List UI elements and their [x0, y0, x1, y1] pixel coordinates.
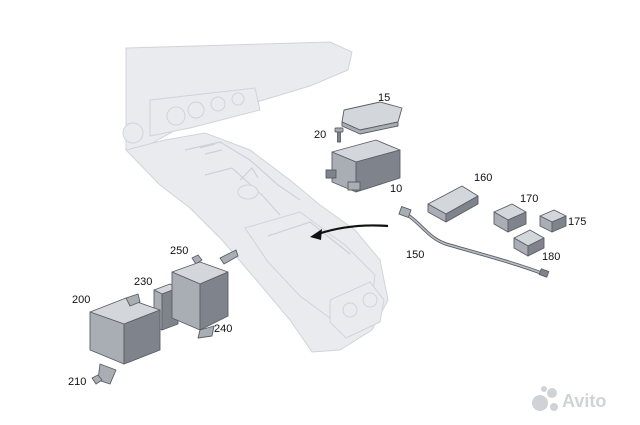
callout-170: 170 — [520, 193, 538, 205]
avito-dots-icon — [532, 386, 558, 411]
part-15-cover — [341, 101, 403, 135]
svg-text:Avito: Avito — [562, 391, 606, 411]
callout-230: 230 — [134, 276, 152, 288]
part-200-main-holder — [89, 293, 161, 385]
callout-175: 175 — [568, 216, 586, 228]
callout-210: 210 — [68, 376, 86, 388]
callout-160: 160 — [474, 172, 492, 184]
callout-15: 15 — [378, 92, 390, 104]
callout-10: 10 — [390, 183, 402, 195]
location-arrow — [310, 224, 389, 240]
callout-240: 240 — [214, 323, 232, 335]
part-240-holder — [171, 249, 239, 339]
part-180-switch — [513, 229, 545, 257]
part-170-switch — [493, 203, 527, 233]
callout-180: 180 — [542, 251, 560, 263]
part-160-module — [427, 185, 479, 223]
center-console-illustration — [122, 41, 389, 353]
part-10-control-unit — [325, 139, 401, 193]
part-20-screw — [334, 127, 344, 143]
part-210-nut — [91, 374, 103, 385]
avito-watermark-logo: Avito — [532, 386, 606, 411]
callout-200: 200 — [72, 294, 90, 306]
callout-250: 250 — [170, 245, 188, 257]
part-150-cable — [398, 206, 550, 278]
callout-150: 150 — [406, 249, 424, 261]
callout-labels: 15 20 10 160 170 175 150 180 250 230 200… — [68, 92, 586, 388]
callout-20: 20 — [314, 129, 326, 141]
part-175-switch — [539, 209, 567, 233]
part-250-nut — [191, 254, 203, 265]
